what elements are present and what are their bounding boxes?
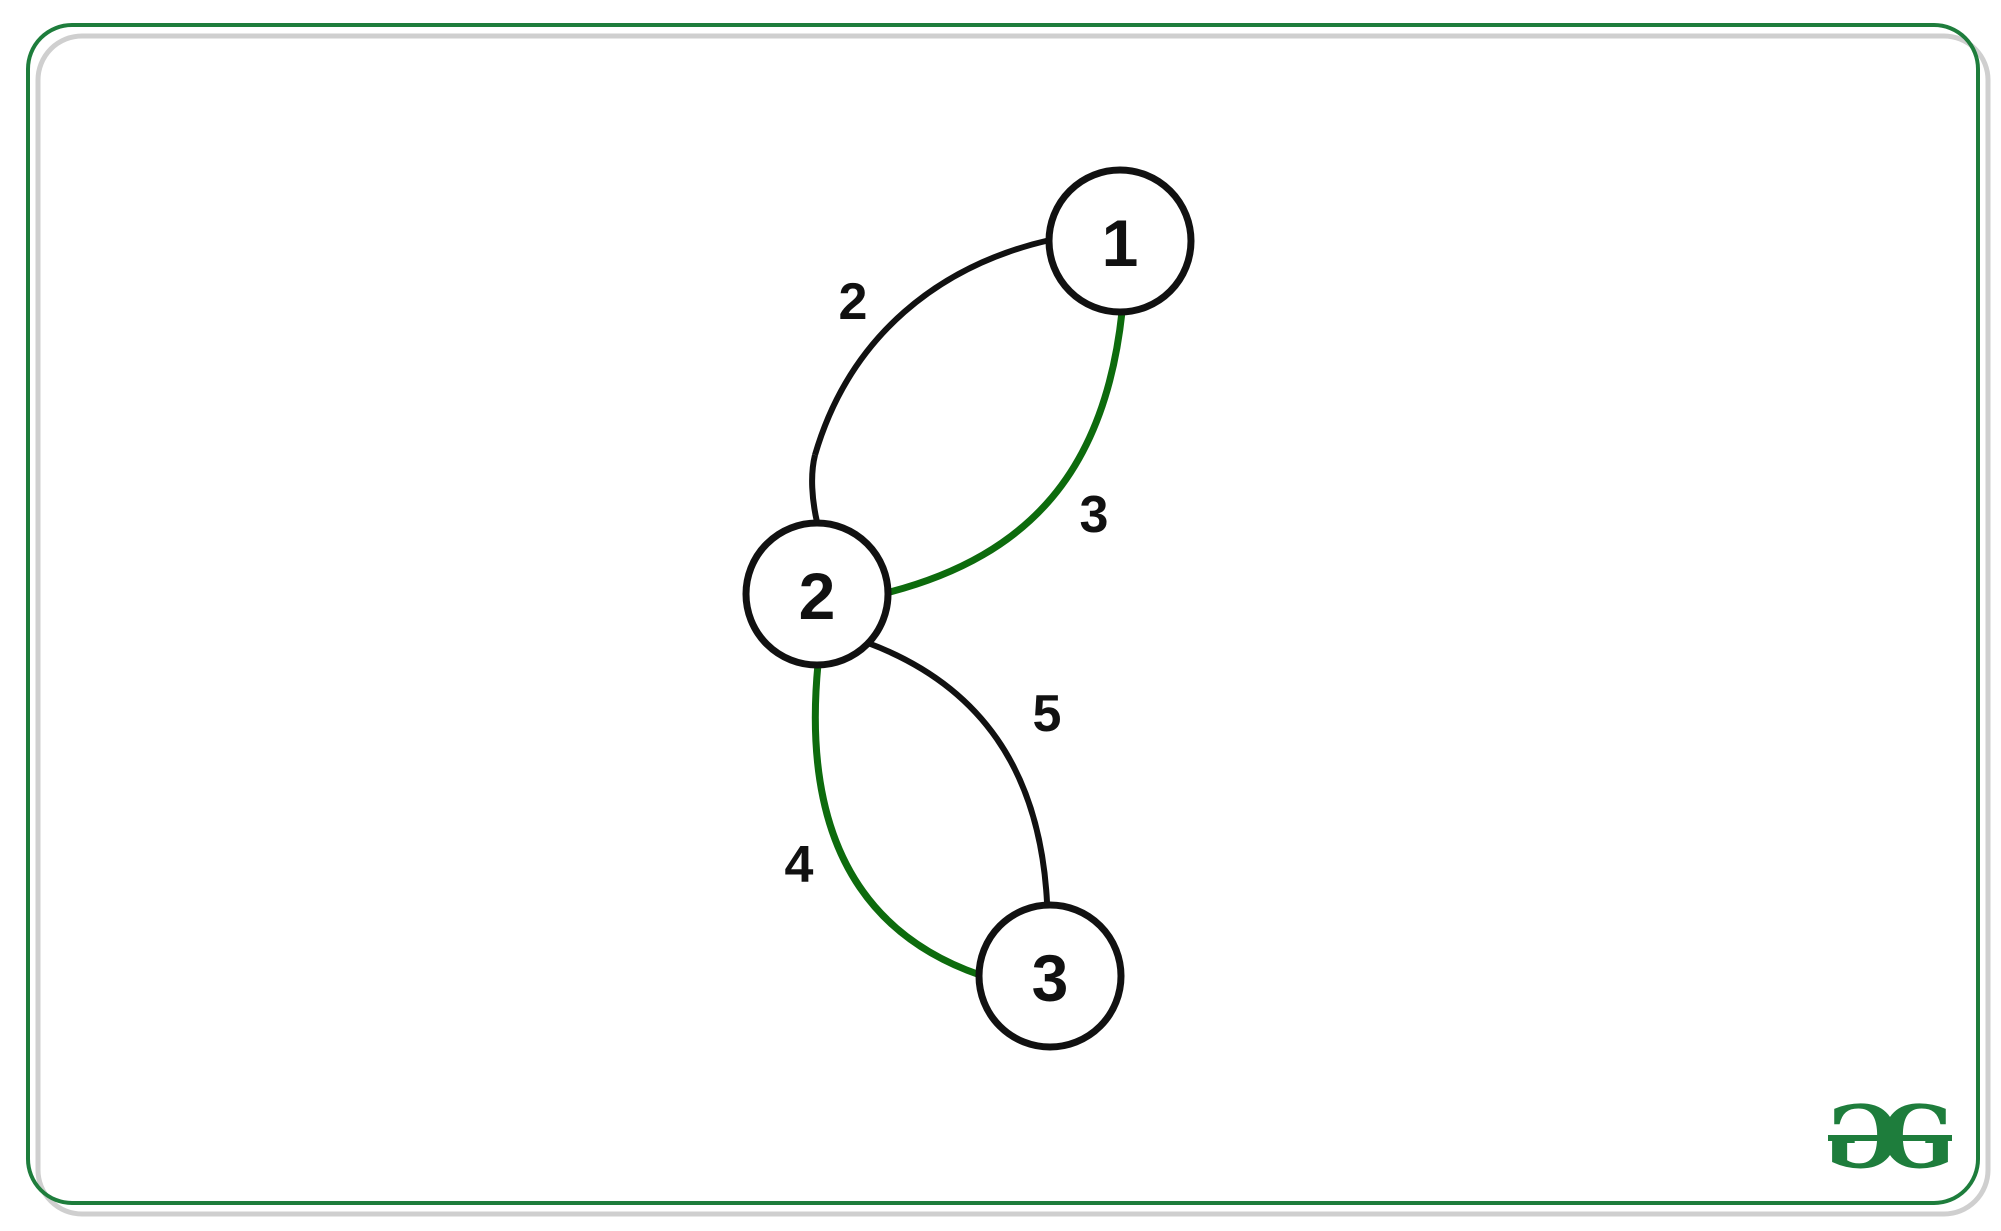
node-2-label: 2 [799, 559, 836, 633]
edge-label-weight-5: 5 [1033, 685, 1062, 743]
edge-1-2-weight-2-lower [809, 454, 820, 523]
node-3: 3 [975, 901, 1125, 1051]
node-3-label: 3 [1032, 941, 1069, 1015]
gfg-logo-icon: G G [1825, 1088, 1954, 1189]
edge-label-weight-3: 3 [1080, 486, 1109, 544]
node-2-circle [742, 519, 892, 669]
node-1-circle [1045, 166, 1195, 316]
edge-2-3-weight-4 [811, 663, 982, 979]
logo-bar [1828, 1135, 1952, 1141]
node-2: 2 [742, 519, 892, 669]
frame-shadow [35, 33, 1991, 1217]
frame-border [26, 23, 1980, 1205]
edge-2-3-weight-5 [866, 640, 1050, 903]
node-1: 1 [1045, 166, 1195, 316]
edge-1-2-weight-3 [889, 311, 1126, 596]
edge-label-weight-4: 4 [785, 836, 814, 894]
edge-label-weight-2: 2 [839, 273, 868, 331]
node-3-circle [975, 901, 1125, 1051]
edge-1-2-weight-2 [812, 237, 1051, 456]
node-1-label: 1 [1102, 206, 1139, 280]
